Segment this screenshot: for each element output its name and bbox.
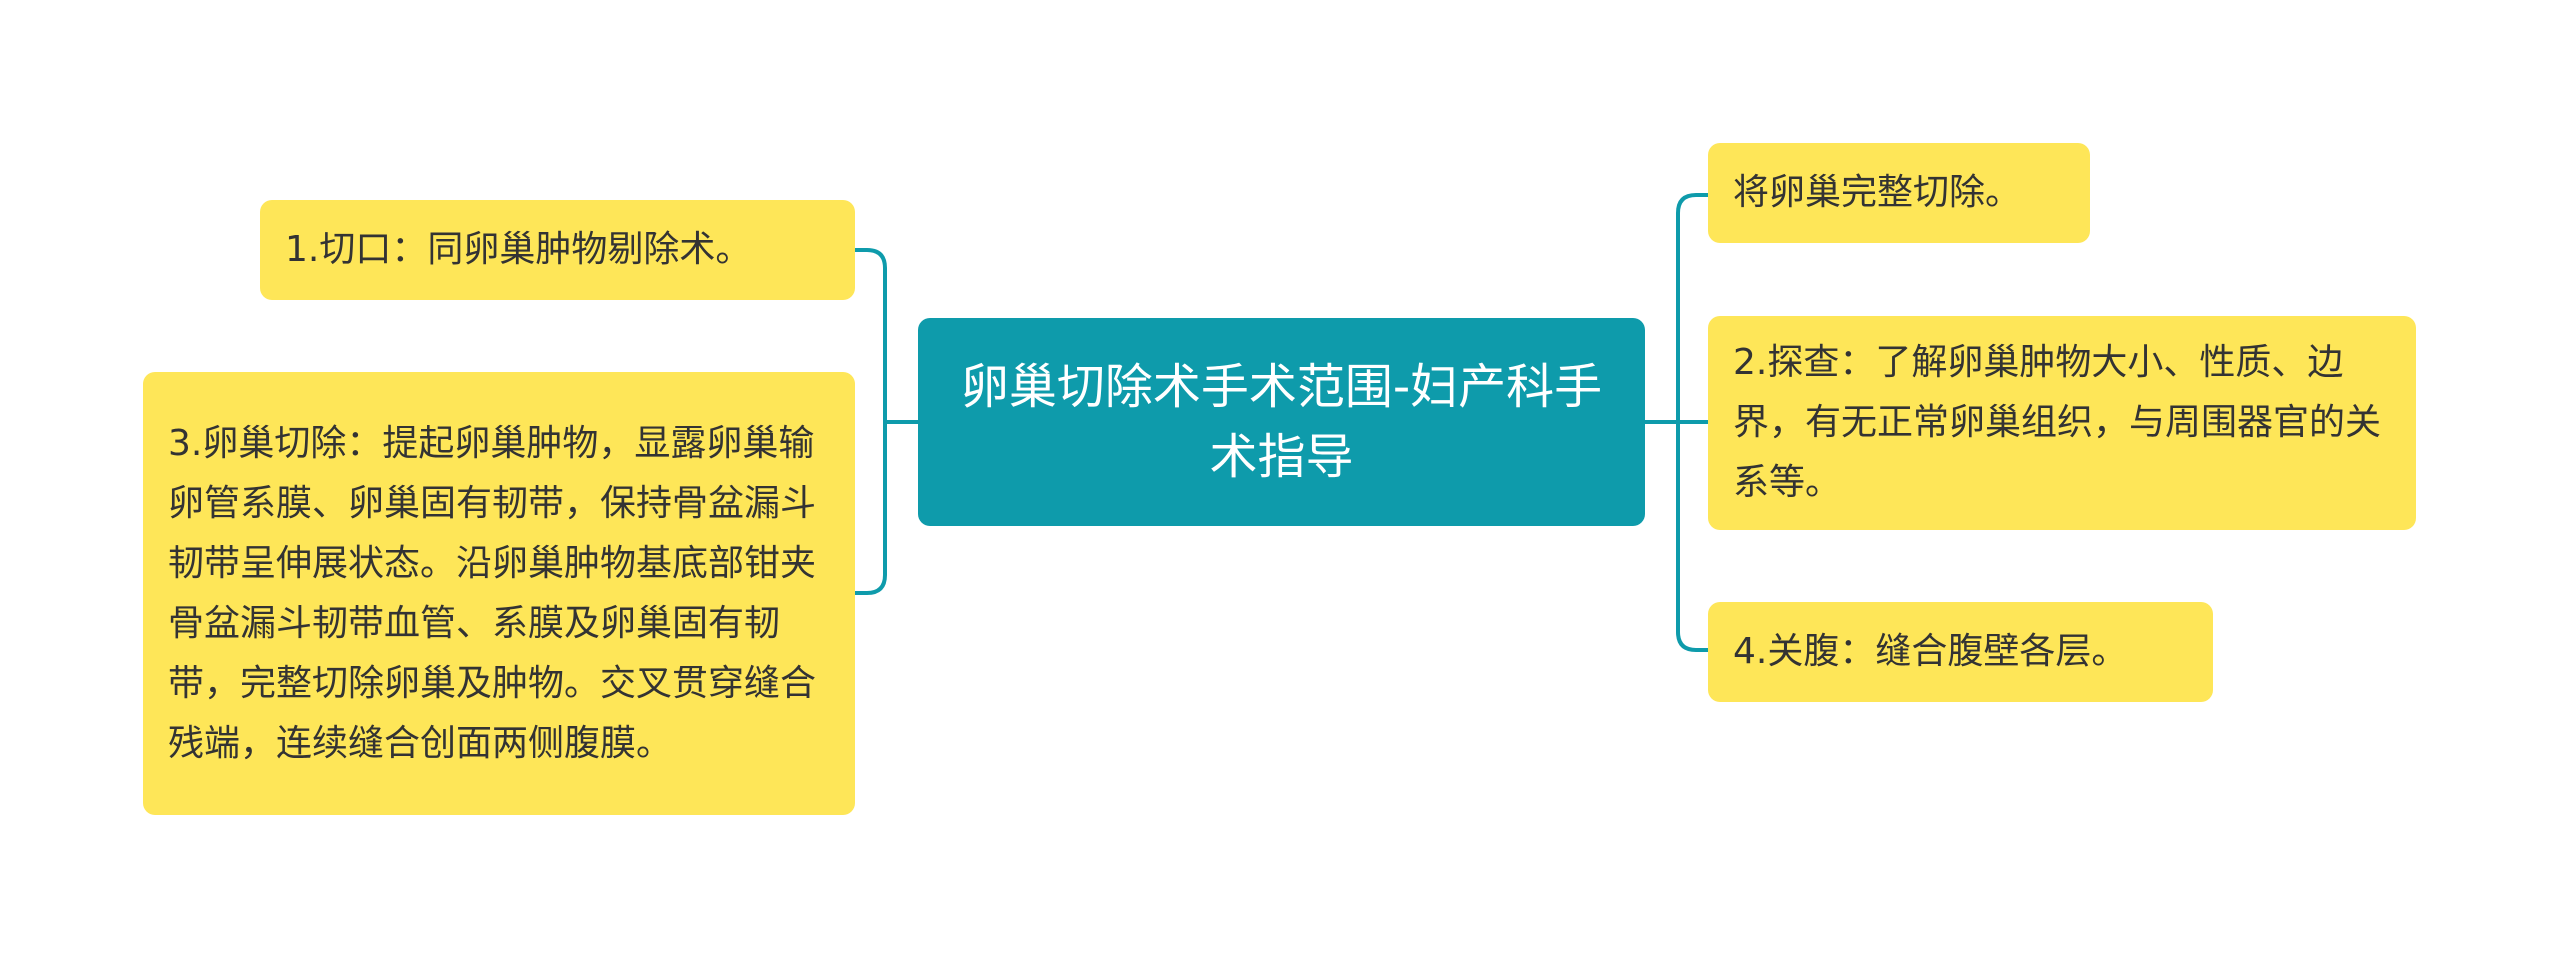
right-topic-2-label: 2.探查：了解卵巢肿物大小、性质、边界，有无正常卵巢组织，与周围器官的关系等。	[1733, 342, 2382, 503]
left-topic-3-label: 3.卵巢切除：提起卵巢肿物，显露卵巢输卵管系膜、卵巢固有韧带，保持骨盆漏斗韧带呈…	[168, 422, 817, 764]
connector-left-node-3	[855, 422, 887, 595]
connector-left-node-1	[855, 248, 887, 422]
connector-right-node-4	[1676, 422, 1708, 652]
right-topic-4-label: 4.关腹：缝合腹壁各层。	[1733, 631, 2128, 672]
right-topic-2[interactable]: 2.探查：了解卵巢肿物大小、性质、边界，有无正常卵巢组织，与周围器官的关系等。	[1708, 316, 2416, 530]
root-topic-label: 卵巢切除术手术范围-妇产科手术指导	[960, 359, 1603, 485]
left-topic-1[interactable]: 1.切口：同卵巢肿物剔除术。	[260, 200, 855, 300]
left-topic-1-label: 1.切口：同卵巢肿物剔除术。	[285, 229, 752, 270]
left-topic-3[interactable]: 3.卵巢切除：提起卵巢肿物，显露卵巢输卵管系膜、卵巢固有韧带，保持骨盆漏斗韧带呈…	[143, 372, 855, 815]
root-topic[interactable]: 卵巢切除术手术范围-妇产科手术指导	[918, 318, 1645, 526]
connector-right-node-a	[1676, 193, 1708, 422]
right-topic-a[interactable]: 将卵巢完整切除。	[1708, 143, 2090, 243]
right-topic-a-label: 将卵巢完整切除。	[1733, 172, 2022, 213]
right-topic-4[interactable]: 4.关腹：缝合腹壁各层。	[1708, 602, 2213, 702]
